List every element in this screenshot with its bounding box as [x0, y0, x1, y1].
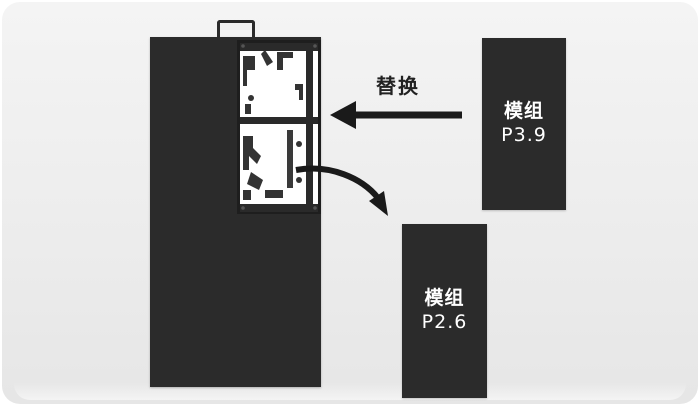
insert-arrow — [330, 101, 462, 129]
replacement-module-pitch: P3.9 — [501, 124, 547, 146]
removed-module: 模组 P2.6 — [402, 224, 487, 398]
removed-module-pitch: P2.6 — [421, 311, 468, 333]
cabinet-handle — [217, 20, 255, 40]
replacement-module-name: 模组 — [503, 100, 544, 123]
replacement-module: 模组 P3.9 — [482, 38, 566, 210]
open-module-frame — [237, 40, 321, 214]
remove-arrow — [295, 165, 388, 216]
removed-module-name: 模组 — [424, 287, 465, 310]
replace-label: 替换 — [376, 74, 420, 98]
